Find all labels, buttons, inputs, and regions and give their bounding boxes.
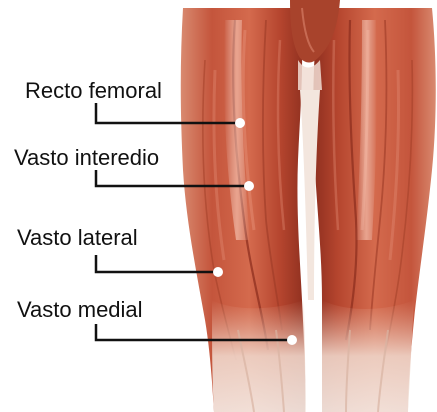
left-thigh	[181, 8, 306, 412]
marker-dot-vasto-interedio	[244, 181, 254, 191]
marker-dot-vasto-lateral	[213, 267, 223, 277]
label-recto-femoral: Recto femoral	[25, 78, 162, 104]
label-vasto-interedio: Vasto interedio	[14, 145, 159, 171]
marker-dot-recto-femoral	[235, 118, 245, 128]
marker-dot-vasto-medial	[287, 335, 297, 345]
label-vasto-medial: Vasto medial	[17, 297, 143, 323]
right-thigh	[313, 8, 436, 412]
label-vasto-lateral: Vasto lateral	[17, 225, 138, 251]
